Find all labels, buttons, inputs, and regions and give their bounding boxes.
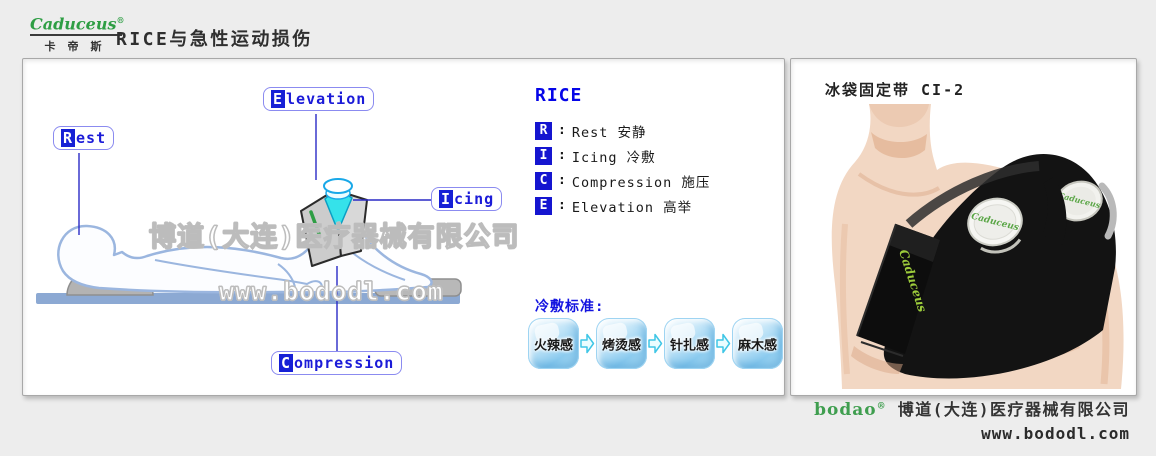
rice-item-chip: C <box>535 171 552 190</box>
cold-stage: 烤烫感 <box>596 318 664 369</box>
silver-clip <box>1098 182 1117 240</box>
caduceus-logo-script: Caduceus® <box>30 11 125 37</box>
rice-item-text: Compression 施压 <box>571 174 711 191</box>
cold-stage: 麻木感 <box>732 318 783 369</box>
elevation-chip: E <box>271 90 286 108</box>
rice-legend-item: I : Icing 冷敷 <box>535 143 781 168</box>
rice-legend-item: C : Compression 施压 <box>535 168 781 193</box>
lying-person-illustration <box>36 114 462 351</box>
hip-line <box>277 263 296 288</box>
icing-label-text: cing <box>454 190 495 208</box>
collarbone-shading <box>857 172 941 197</box>
cold-stages-row: 火辣感 烤烫感 <box>528 318 783 369</box>
ice-bag-cap-right: Caduceus <box>1055 180 1103 222</box>
compression-label-text: ompression <box>294 354 395 372</box>
cold-stage: 针扎感 <box>664 318 732 369</box>
cold-stage-label: 火辣感 <box>533 338 574 353</box>
rice-legend-title: RICE <box>535 85 583 106</box>
rest-label-text: est <box>76 129 107 147</box>
ice-bag-cap-center: Caduceus <box>967 197 1023 254</box>
rice-item-separator: : <box>558 123 566 138</box>
arrow-right-icon <box>580 333 595 354</box>
registered-mark: ® <box>876 401 887 412</box>
arrow-right-icon <box>716 333 731 354</box>
cold-stage-label: 麻木感 <box>737 338 778 353</box>
ice-bag-cap <box>323 178 353 194</box>
watermark-company: 博道(大连)医疗器械有限公司 <box>148 221 520 253</box>
elevation-label-text: levation <box>286 90 367 108</box>
rice-legend-item: E : Elevation 高举 <box>535 193 781 218</box>
ice-cube-icon: 针扎感 <box>664 318 715 369</box>
footer-company-line: bodao® 博道(大连)医疗器械有限公司 <box>814 396 1130 420</box>
rice-item-chip: R <box>535 121 552 140</box>
footer-company-name: 博道(大连)医疗器械有限公司 <box>897 400 1130 419</box>
product-title: 冰袋固定带 CI-2 <box>825 81 966 99</box>
footer: bodao® 博道(大连)医疗器械有限公司 www.bododl.com <box>814 396 1130 443</box>
rice-item-chip: E <box>535 196 552 215</box>
icing-chip: I <box>439 190 454 208</box>
strap-shadow <box>851 346 903 374</box>
rice-item-text: Icing 冷敷 <box>571 149 656 166</box>
bodao-logo: bodao® <box>814 400 887 420</box>
velcro-strap: Caduceus <box>856 223 940 357</box>
ice-cube-icon: 烤烫感 <box>596 318 647 369</box>
product-photo: Caduceus Caduceus Caduceus <box>831 104 1124 389</box>
ice-cube-icon: 麻木感 <box>732 318 783 369</box>
left-arm-shading <box>839 223 850 375</box>
neck-shadow <box>871 132 927 159</box>
rice-legend-item: R : Rest 安静 <box>535 118 781 143</box>
rice-item-text: Rest 安静 <box>571 124 647 141</box>
wrap-texture <box>905 161 1040 228</box>
rice-item-separator: : <box>558 173 566 188</box>
caduceus-logo: Caduceus® 卡帝斯 <box>30 11 125 54</box>
green-strap-mark <box>309 210 321 236</box>
ice-cube-icon: 火辣感 <box>528 318 579 369</box>
registered-mark: ® <box>116 15 125 25</box>
page-title: RICE与急性运动损伤 <box>116 29 313 50</box>
connector-lines <box>78 114 431 351</box>
product-panel: 冰袋固定带 CI-2 Caduceus <box>790 58 1137 396</box>
arrow-right-icon <box>648 333 663 354</box>
footer-website: www.bododl.com <box>981 424 1130 443</box>
rice-item-separator: : <box>558 198 566 213</box>
compression-chip: C <box>279 354 294 372</box>
cold-standard-title: 冷敷标准: <box>535 299 605 315</box>
cold-stage: 火辣感 <box>528 318 596 369</box>
cold-stage-label: 针扎感 <box>669 338 710 353</box>
arm-line <box>154 259 323 287</box>
wrap-edge-over-cap <box>1042 177 1067 245</box>
caduceus-logo-chinese: 卡帝斯 <box>44 40 114 54</box>
rice-item-chip: I <box>535 146 552 165</box>
rest-chip: R <box>61 129 76 147</box>
rice-item-separator: : <box>558 148 566 163</box>
rice-legend-list: R : Rest 安静 I : Icing 冷敷 C : Compression… <box>535 118 781 218</box>
rice-item-text: Elevation 高举 <box>571 199 693 216</box>
rice-legend: RICE R : Rest 安静 I : Icing 冷敷 <box>535 85 781 218</box>
cold-stage-label: 烤烫感 <box>601 338 642 353</box>
man-chin <box>869 104 929 128</box>
watermark-website: www.bododl.com <box>218 276 444 306</box>
knee-ice-pack <box>300 178 368 267</box>
